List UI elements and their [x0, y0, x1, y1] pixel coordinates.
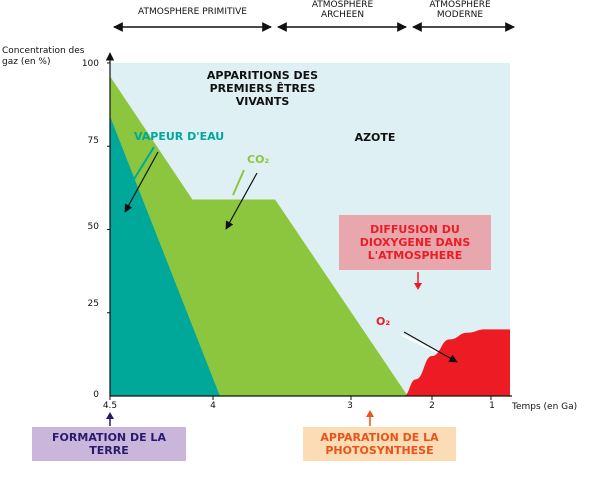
formation-arrow-head	[106, 412, 114, 419]
annotation-azote: AZOTE	[354, 131, 396, 144]
series-label-co2: CO₂	[247, 153, 270, 166]
series-label-vapeur: VAPEUR D'EAU	[134, 130, 225, 143]
y-tick-label: 50	[87, 222, 99, 232]
photosynthese-arrow-head	[366, 410, 374, 417]
y-tick-label: 100	[81, 59, 99, 69]
area-vapeur-eau	[110, 116, 220, 397]
area-o2	[403, 329, 510, 396]
o2-pointer-arrow	[403, 331, 458, 363]
annotation-apparitions: APPARITIONS DES PREMIERS ÊTRES VIVANTS	[206, 69, 319, 108]
y-tick-label: 75	[87, 136, 99, 146]
callout-formation-terre: FORMATION DE LA TERRE	[32, 427, 186, 461]
callout-diffusion-dioxygene: DIFFUSION DU DIOXYGENE DANS L'ATMOSPHERE	[339, 215, 491, 270]
x-axis-title: Temps (en Ga)	[512, 402, 578, 412]
o2-label-connector	[401, 334, 438, 353]
x-tick-label: 3	[347, 401, 353, 411]
co2-label-connector	[232, 169, 245, 196]
series-label-o2: O₂	[376, 315, 391, 328]
diffusion-arrow-head	[414, 283, 422, 290]
vapeur-label-connector	[130, 146, 155, 185]
x-tick-label: 4	[210, 401, 216, 411]
x-tick-label: 4.5	[102, 401, 118, 411]
x-tick-label: 2	[429, 401, 435, 411]
callout-photosynthese: APPARATION DE LA PHOTOSYNTHESE	[303, 427, 456, 461]
x-tick-label: 1	[489, 401, 495, 411]
co2-pointer-arrow	[225, 172, 258, 230]
y-tick-label: 25	[87, 299, 99, 309]
era-label-primitive: ATMOSPHERE PRIMITIVE	[138, 7, 247, 17]
y-tick-label: 0	[93, 390, 99, 400]
y-axis-title: Concentration des gaz (en %)	[2, 46, 85, 67]
vapeur-pointer-arrow	[124, 151, 159, 213]
